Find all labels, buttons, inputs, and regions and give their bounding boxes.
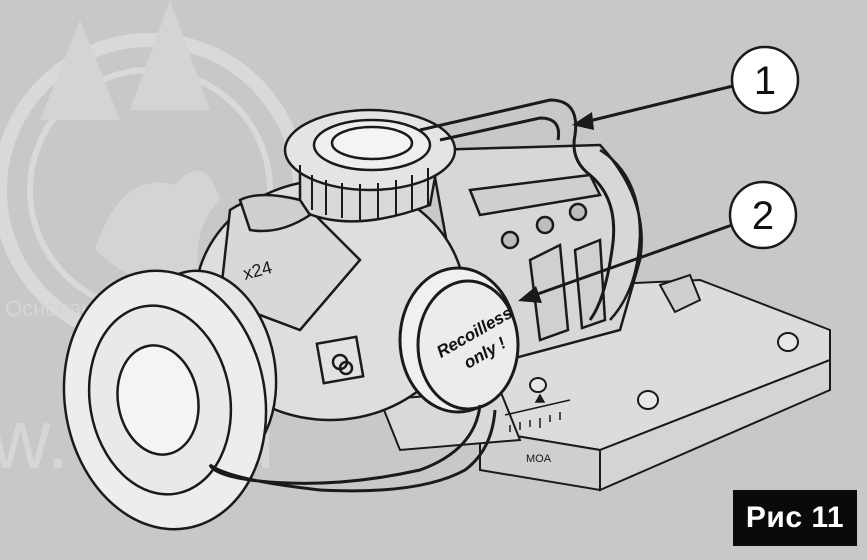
callout-2-number: 2 [752,194,774,238]
lens-cap-straps [208,98,616,493]
callout-1-number: 1 [754,59,776,103]
figure-number-badge: Рис 11 [733,490,857,546]
callout-2: 2 [518,180,798,303]
callout-1: 1 [572,45,800,130]
eyepiece [62,269,278,531]
moa-scale: MOA [504,393,571,465]
moa-label: MOA [526,453,552,465]
turret-cap [238,108,457,233]
lens-cap [398,266,520,414]
